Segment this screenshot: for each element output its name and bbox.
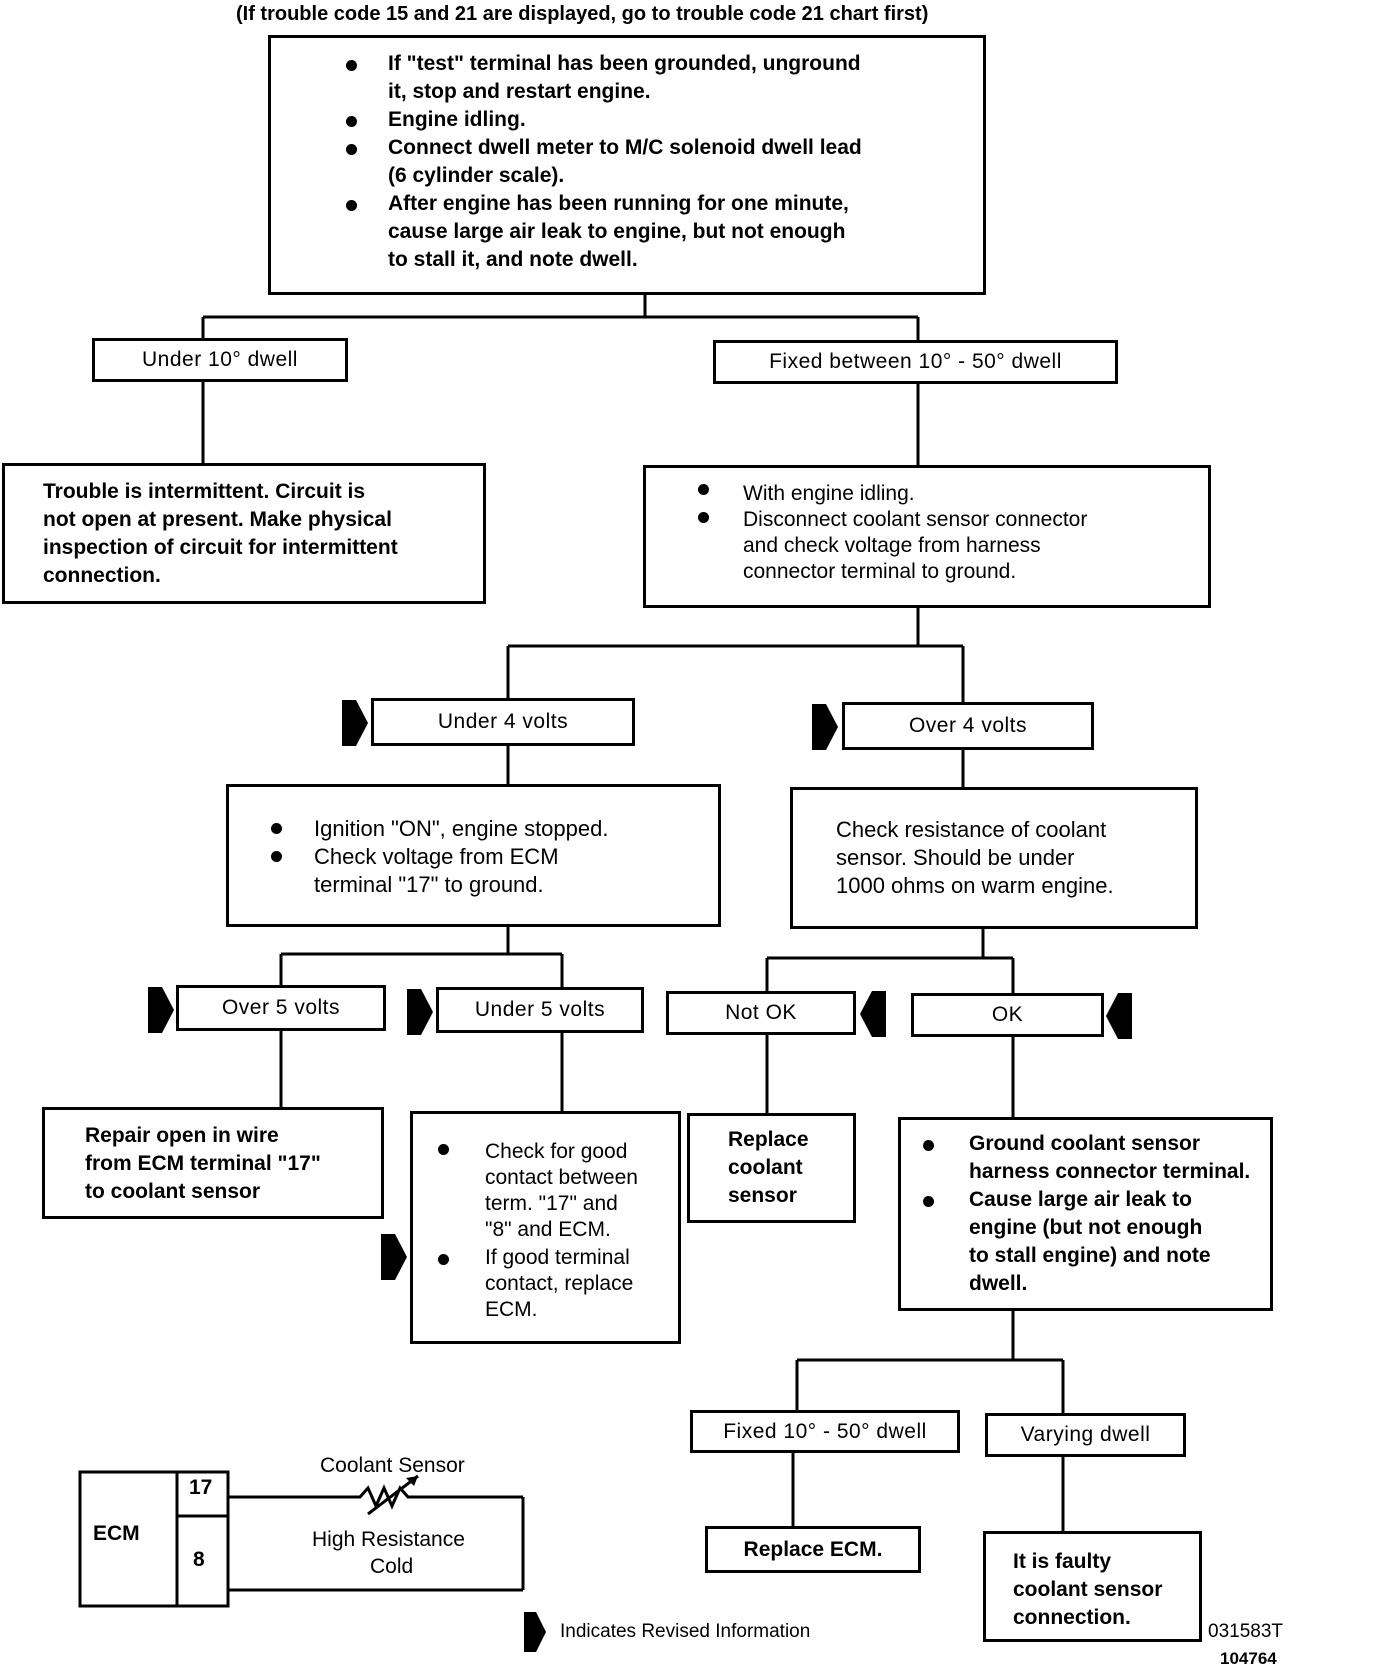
result-text: inspection of circuit for intermittent (43, 536, 398, 559)
step-text: Cause large air leak to (969, 1188, 1192, 1211)
figure-number: 104764 (1220, 1649, 1277, 1668)
terminal-8-label: 8 (193, 1548, 205, 1571)
result-text: coolant (728, 1156, 803, 1179)
replace-sensor-box: Replace coolant sensor (687, 1113, 856, 1223)
revised-arrow-icon (860, 991, 886, 1037)
branch-under-4-volts: Under 4 volts (371, 698, 635, 746)
result-text: Replace (728, 1128, 809, 1151)
step-text: After engine has been running for one mi… (388, 192, 849, 215)
step-text: sensor. Should be under (836, 845, 1075, 870)
result-text: coolant sensor (1013, 1578, 1163, 1601)
revised-arrow-icon (148, 987, 174, 1033)
ground-sensor-box: Ground coolant sensor harness connector … (898, 1117, 1273, 1311)
branch-fixed-10-50-dwell-final: Fixed 10° - 50° dwell (690, 1410, 960, 1453)
resistance-line1: High Resistance (312, 1528, 465, 1551)
bullet-icon (923, 1140, 934, 1151)
step-text: to stall engine) and note (969, 1244, 1211, 1267)
revised-arrow-icon (342, 700, 368, 746)
bullet-icon (346, 60, 357, 71)
step-text: contact, replace (485, 1272, 634, 1295)
result-text: from ECM terminal "17" (85, 1152, 321, 1175)
branch-fixed-10-50-dwell: Fixed between 10° - 50° dwell (713, 340, 1118, 384)
bullet-icon (438, 1254, 449, 1265)
result-text: to coolant sensor (85, 1180, 261, 1203)
result-text: Replace ECM. (743, 1537, 883, 1561)
step-text: Engine idling. (388, 108, 526, 131)
step-text: "8" and ECM. (485, 1218, 611, 1241)
resistance-line2: Cold (370, 1555, 414, 1578)
result-text: sensor (728, 1184, 797, 1207)
step-text: ECM. (485, 1298, 538, 1321)
step-text: If good terminal (485, 1246, 630, 1269)
bullet-icon (698, 512, 709, 523)
resistance-check-box: Check resistance of coolant sensor. Shou… (790, 787, 1198, 929)
branch-over-4-volts: Over 4 volts (842, 702, 1094, 750)
result-text: not open at present. Make physical (43, 508, 392, 531)
bullet-icon (438, 1144, 449, 1155)
step-text: Check for good (485, 1140, 628, 1163)
step-text: term. "17" and (485, 1192, 618, 1215)
ecm-voltage-check-box: Ignition "ON", engine stopped. Check vol… (226, 784, 721, 927)
step-text: harness connector terminal. (969, 1160, 1251, 1183)
header-note: (If trouble code 15 and 21 are displayed… (236, 3, 929, 25)
result-text: Repair open in wire (85, 1124, 279, 1147)
result-text: Trouble is intermittent. Circuit is (43, 480, 366, 503)
bullet-icon (346, 116, 357, 127)
step-text: to stall it, and note dwell. (388, 248, 638, 271)
step-text: (6 cylinder scale). (388, 164, 565, 187)
result-text: connection. (43, 564, 161, 587)
step-text: contact between (485, 1166, 638, 1189)
bullet-icon (698, 484, 709, 495)
step-text: terminal "17" to ground. (314, 872, 544, 897)
result-text: It is faulty (1013, 1550, 1112, 1573)
schematic-diagram (78, 1470, 525, 1608)
terminal-contact-box: Check for good contact between term. "17… (410, 1111, 681, 1344)
replace-ecm-box: Replace ECM. (705, 1526, 921, 1573)
step-text: dwell. (969, 1272, 1028, 1295)
schematic-title: Coolant Sensor (320, 1454, 465, 1477)
step-text: and check voltage from harness (743, 534, 1041, 557)
ecm-label: ECM (93, 1522, 140, 1545)
step-text: Check resistance of coolant (836, 817, 1107, 842)
bullet-icon (271, 851, 282, 862)
terminal-17-label: 17 (189, 1476, 213, 1499)
faulty-connection-box: It is faulty coolant sensor connection. (983, 1531, 1202, 1642)
result-text: connection. (1013, 1606, 1131, 1629)
bullet-icon (346, 144, 357, 155)
branch-over-5-volts: Over 5 volts (176, 985, 386, 1031)
intermittent-box: Trouble is intermittent. Circuit is not … (2, 463, 486, 604)
step-text: Disconnect coolant sensor connector (743, 508, 1088, 531)
step-text: cause large air leak to engine, but not … (388, 220, 846, 243)
step-text: engine (but not enough (969, 1216, 1203, 1239)
step-text: it, stop and restart engine. (388, 80, 651, 103)
figure-code: 031583T (1208, 1621, 1284, 1642)
branch-not-ok: Not OK (666, 991, 856, 1035)
branch-under-5-volts: Under 5 volts (436, 987, 644, 1033)
step-text: If "test" terminal has been grounded, un… (388, 52, 861, 75)
initial-check-box: If "test" terminal has been grounded, un… (268, 35, 986, 295)
step-text: Ground coolant sensor (969, 1132, 1201, 1155)
bullet-icon (923, 1196, 934, 1207)
revised-arrow-icon (407, 989, 433, 1035)
branch-ok: OK (911, 993, 1104, 1037)
branch-varying-dwell: Varying dwell (985, 1413, 1186, 1457)
voltage-check-box: With engine idling. Disconnect coolant s… (643, 465, 1211, 608)
legend-text: Indicates Revised Information (560, 1621, 811, 1642)
revised-arrow-icon (812, 704, 838, 750)
step-text: Connect dwell meter to M/C solenoid dwel… (388, 136, 862, 159)
bullet-icon (271, 823, 282, 834)
bullet-icon (346, 200, 357, 211)
revised-arrow-icon (1106, 993, 1132, 1039)
revised-arrow-icon (524, 1612, 546, 1652)
repair-wire-box: Repair open in wire from ECM terminal "1… (42, 1107, 384, 1219)
step-text: connector terminal to ground. (743, 560, 1017, 583)
branch-under-10-dwell: Under 10° dwell (92, 338, 348, 382)
step-text: With engine idling. (743, 482, 915, 505)
step-text: Ignition "ON", engine stopped. (314, 816, 609, 841)
step-text: Check voltage from ECM (314, 844, 559, 869)
step-text: 1000 ohms on warm engine. (836, 873, 1114, 898)
revised-arrow-icon (381, 1234, 407, 1280)
